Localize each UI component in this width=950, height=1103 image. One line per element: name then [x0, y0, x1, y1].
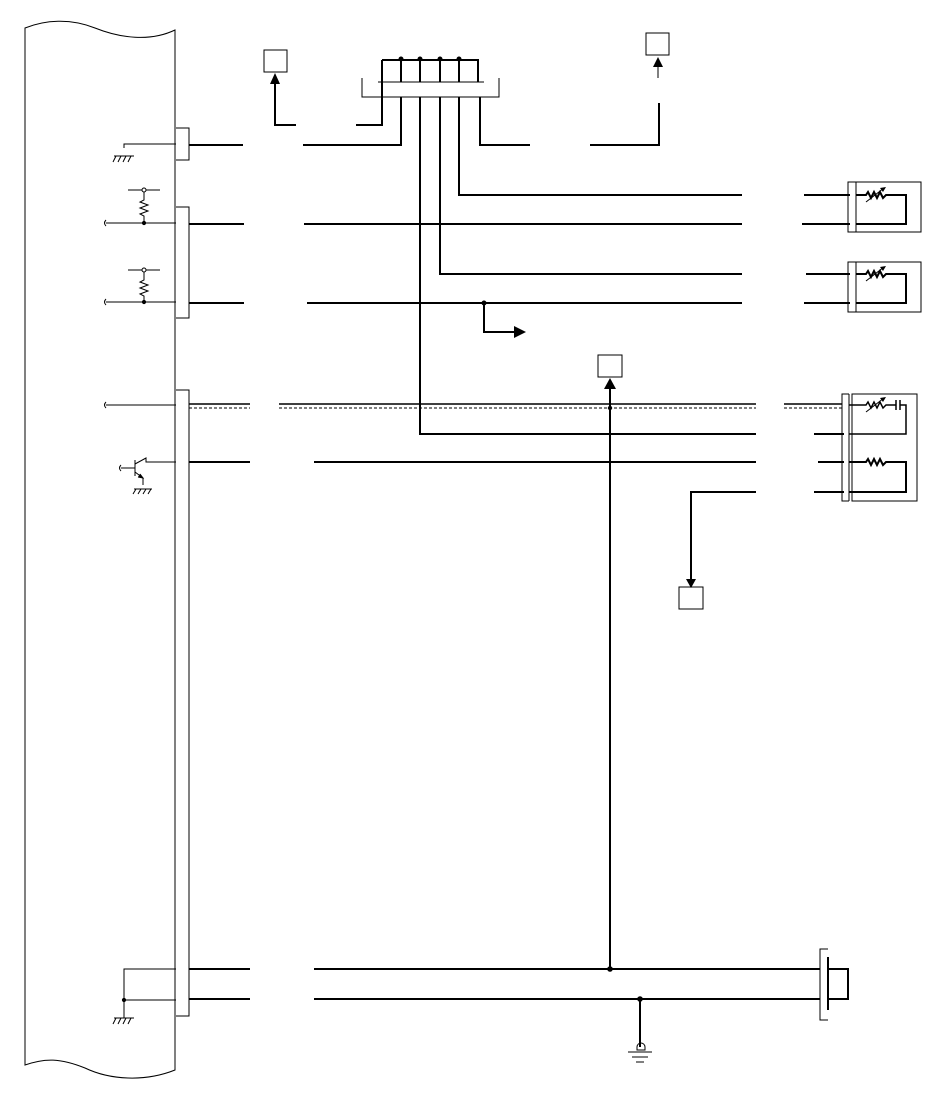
wire-sensor-2-a — [440, 97, 742, 274]
wire-sensor-1-a — [459, 97, 742, 195]
wire-splice-right — [480, 97, 530, 145]
wire-power-bottom — [189, 966, 820, 972]
reference-box-top-left — [264, 50, 296, 125]
ground-icon — [628, 1043, 652, 1062]
internal-signal-line — [105, 402, 177, 408]
wire-sensor-3-b — [420, 97, 844, 434]
transistor-circuit — [120, 458, 177, 494]
sensor-3 — [842, 394, 917, 501]
reference-box-middle — [598, 355, 622, 969]
pullup-resistor-circuit-2 — [105, 268, 177, 305]
module-connector-1 — [176, 128, 189, 160]
sensor-1 — [802, 182, 921, 232]
wire-sensor-2-b — [189, 300, 742, 338]
reference-box-top-right — [590, 33, 669, 145]
bottom-right-connector — [820, 949, 848, 1020]
control-module — [25, 21, 175, 1078]
module-connector-2 — [176, 207, 189, 318]
wire-ground-bottom — [189, 996, 820, 1047]
module-connector-3 — [176, 390, 189, 1016]
wire-to-bottom-reference — [686, 492, 844, 588]
wire-shielded-signal — [189, 404, 842, 408]
pullup-resistor-circuit-1 — [105, 188, 177, 226]
sensor-2 — [804, 262, 921, 312]
internal-ground-circuit-top — [113, 144, 176, 162]
internal-ground-circuit-bottom — [113, 969, 176, 1024]
wire-module-to-splice — [189, 97, 401, 145]
reference-box-bottom — [679, 587, 703, 609]
splice-connector — [356, 56, 499, 126]
